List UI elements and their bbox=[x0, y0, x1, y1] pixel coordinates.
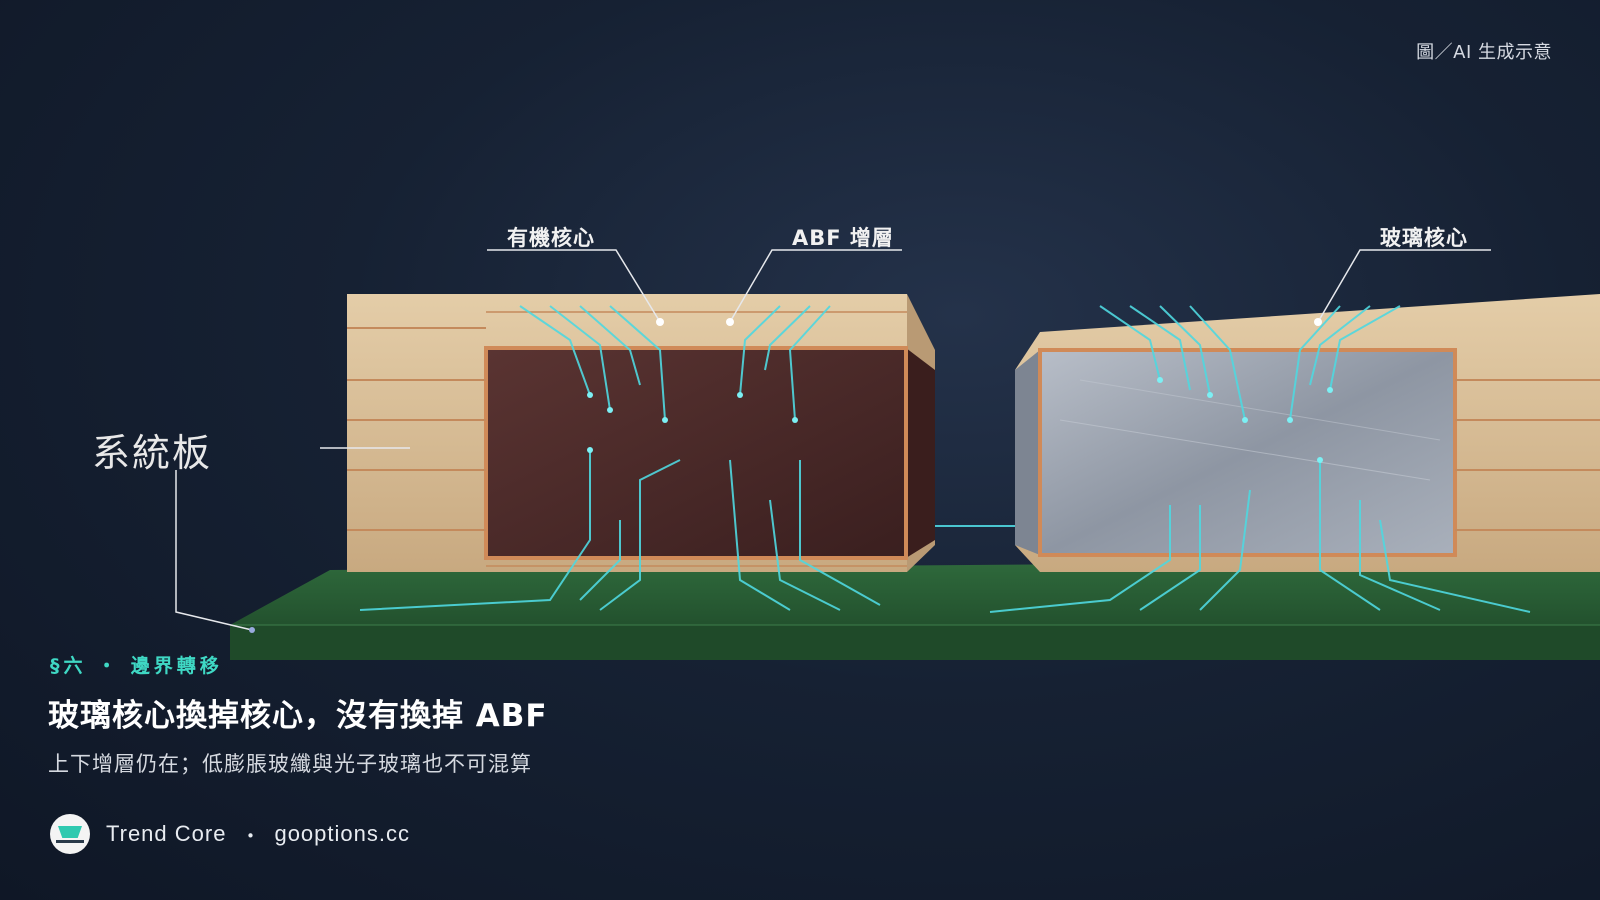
label-organic-core: 有機核心 bbox=[507, 226, 595, 250]
label-system-board: 系統板 bbox=[92, 431, 213, 475]
circuit-traces bbox=[359, 305, 1531, 613]
via-dots bbox=[587, 377, 1333, 463]
label-abf-buildup: ABF 增層 bbox=[792, 226, 894, 250]
system-board bbox=[230, 560, 1600, 660]
organic-substrate bbox=[347, 294, 935, 572]
glass-substrate bbox=[1015, 294, 1600, 572]
slide-subtitle: 上下增層仍在；低膨脹玻纖與光子玻璃也不可混算 bbox=[48, 752, 532, 776]
callout-dots bbox=[249, 318, 1322, 633]
brand-footer: Trend Core ・ gooptions.cc bbox=[50, 814, 410, 854]
brand-logo-icon bbox=[50, 814, 90, 854]
brand-url-link[interactable]: gooptions.cc bbox=[274, 821, 410, 846]
callout-lines bbox=[175, 249, 1491, 631]
section-tag: §六 ・ 邊界轉移 bbox=[50, 655, 223, 677]
brand-separator: ・ bbox=[240, 823, 261, 848]
image-credit: 圖／AI 生成示意 bbox=[1416, 42, 1552, 63]
brand-name: Trend Core bbox=[106, 821, 227, 846]
slide-title: 玻璃核心換掉核心，沒有換掉 ABF bbox=[48, 698, 548, 734]
label-glass-core: 玻璃核心 bbox=[1380, 226, 1468, 250]
